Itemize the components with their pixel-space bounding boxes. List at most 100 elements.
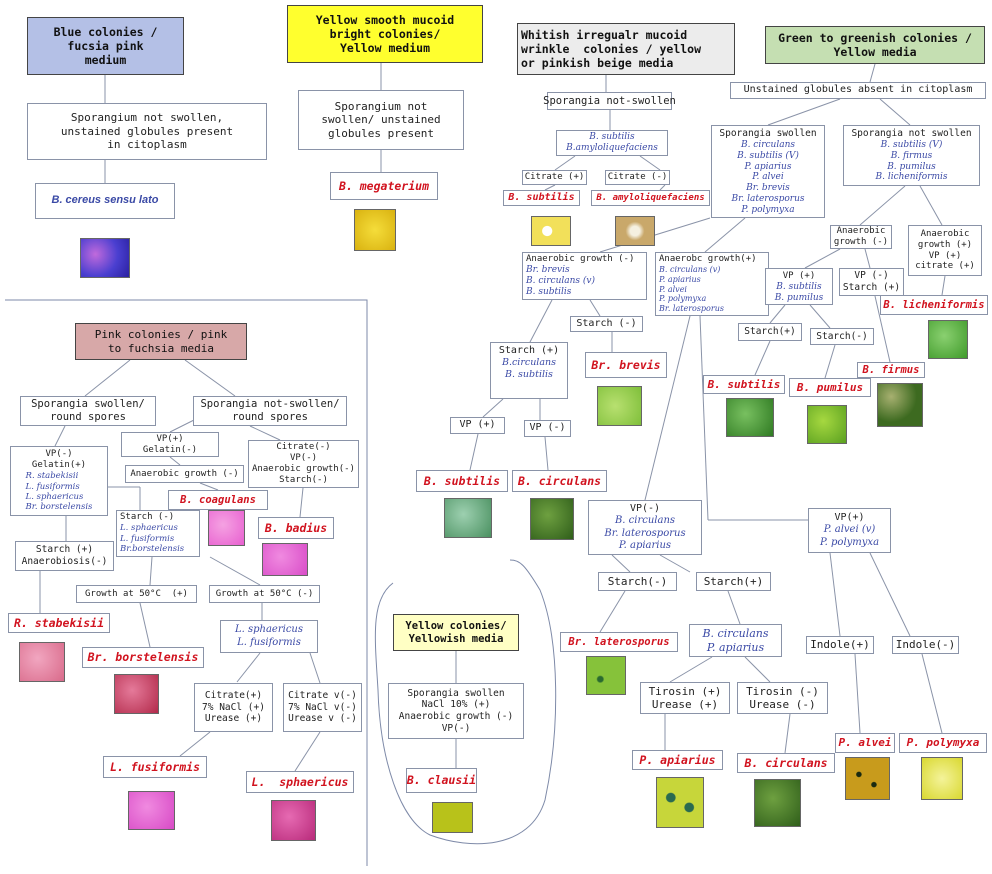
thumb-apiarius [656, 777, 704, 828]
thumb-polymyxa [921, 757, 963, 800]
sporangia-not-swollen-species: B. subtilis (V) B. firmus B. pumilus B. … [875, 139, 948, 183]
result-b-subtilis-whitish: B. subtilis [503, 190, 580, 206]
green-starch-pos-c: Starch(+) [696, 572, 771, 591]
thumb-stabekisii [19, 642, 65, 682]
pink-citrate-pos: Citrate(+) 7% NaCl (+) Urease (+) [194, 683, 273, 732]
green-vp-neg-c: VP(-) B. circulans Br. laterosporus P. a… [588, 500, 702, 555]
green-unstained-globules: Unstained globules absent in citoplasm [730, 82, 986, 99]
result-b-clausii: B. clausii [406, 768, 477, 793]
green-tirosin-pos: Tirosin (+) Urease (+) [640, 682, 730, 714]
pink-starch-pos: Starch (+) Anaerobiosis(-) [15, 541, 114, 571]
whitish-citrate-neg: Citrate (-) [605, 170, 670, 185]
result-b-coagulans: B. coagulans [168, 490, 268, 510]
header-yellow-colonies: Yellow colonies/ Yellowish media [393, 614, 519, 651]
pink-citrate-v: Citrate v(-) 7% NaCl v(-) Urease v (-) [283, 683, 362, 732]
pink-sporangia-swollen: Sporangia swollen/ round spores [20, 396, 156, 426]
vp-pos-b-label: VP (+) [782, 271, 816, 281]
thumb-borstelensis [114, 674, 159, 714]
result-b-cereus: B. cereus sensu lato [35, 183, 175, 219]
thumb-amylo [615, 216, 655, 246]
sporangia-swollen-species: B. circulans B. subtilis (V) P. apiarius… [731, 139, 805, 216]
result-br-brevis: Br. brevis [585, 352, 667, 378]
green-anaerobic-pos: Anaerobc growth(+) B. circulans (v) P. a… [655, 252, 769, 316]
thumb-fusiformis [128, 791, 175, 830]
green-anaerobic-neg: Anaerobic growth (-) Br. brevis B. circu… [522, 252, 647, 300]
thumb-megaterium [354, 209, 396, 251]
thumb-cereus [80, 238, 130, 278]
result-b-megaterium: B. megaterium [330, 172, 438, 200]
anaerobic-pos-label: Anaerobc growth(+) [659, 254, 757, 265]
green-vp-pos-c: VP(+) P. alvei (v) P. polymyxa [808, 508, 891, 553]
thumb-sphaericus [271, 800, 316, 841]
result-b-circulans-a: B. circulans [512, 470, 607, 492]
green-anaerobic-growth-neg: Anaerobic growth (-) [830, 225, 892, 249]
thumb-circulans-a [530, 498, 574, 540]
header-yellow-smooth: Yellow smooth mucoid bright colonies/ Ye… [287, 5, 483, 63]
green-indole-pos: Indole(+) [806, 636, 874, 654]
vp-pos-c-species: P. alvei (v) P. polymyxa [819, 524, 880, 548]
vp-neg-c-species: B. circulans Br. laterosporus P. apiariu… [604, 515, 686, 551]
sporangia-not-swollen-label: Sporangia not swollen [851, 128, 972, 139]
green-starch-neg-b: Starch(-) [810, 328, 874, 345]
header-whitish: Whitish irregualr mucoid wrinkle colonie… [517, 23, 735, 75]
green-vp-starch: VP (-) Starch (+) [839, 268, 904, 296]
starch-pos-a-species: B.circulans B. subtilis [501, 357, 557, 380]
result-br-laterosporus: Br. laterosporus [560, 632, 678, 652]
green-indole-neg: Indole(-) [892, 636, 959, 654]
thumb-circulans-b [754, 779, 801, 827]
whitish-sporangia-not-swollen: Sporangia not-swollen [543, 92, 676, 110]
thumb-coagulans [208, 510, 245, 546]
whitish-citrate-pos: Citrate (+) [522, 170, 587, 185]
whitish-species-box: B. subtilis B.amyloliquefaciens [556, 130, 668, 156]
vp-neg-gelatin-label: VP(-) Gelatin(+) [31, 449, 87, 471]
vp-neg-gelatin-species: R. stabekisii L. fusiformis L. sphaericu… [25, 471, 93, 513]
pink-growth-50-neg: Growth at 50°C (-) [209, 585, 320, 603]
pink-vp-pos-gelatin: VP(+) Gelatin(-) [121, 432, 219, 457]
green-anaerobic-growth-pos: Anaerobic growth (+) VP (+) citrate (+) [908, 225, 982, 276]
green-sporangia-not-swollen: Sporangia not swollen B. subtilis (V) B.… [843, 125, 980, 186]
vp-neg-c-label: VP(-) [629, 503, 661, 515]
starch-neg-label: Starch (-) [120, 512, 175, 523]
result-l-fusiformis: L. fusiformis [103, 756, 207, 778]
thumb-licheniformis [928, 320, 968, 359]
result-p-polymyxa: P. polymyxa [899, 733, 987, 753]
starch-neg-species: L. sphaericus L. fusiformis Br.borstelen… [120, 523, 185, 555]
result-b-pumilus: B. pumilus [789, 378, 871, 397]
anaerobic-neg-species: Br. brevis B. circulans (v) B. subtilis [526, 265, 596, 297]
result-p-apiarius: P. apiarius [632, 750, 723, 770]
result-b-subtilis-a: B. subtilis [416, 470, 508, 492]
vp-pos-c-label: VP(+) [834, 512, 865, 524]
pink-growth-50-pos: Growth at 50°C (+) [76, 585, 197, 603]
green-vp-neg-a: VP (-) [524, 420, 571, 437]
pink-citrate-box: Citrate(-) VP(-) Anaerobic growth(-) Sta… [248, 440, 359, 488]
header-pink: Pink colonies / pink to fuchsia media [75, 323, 247, 360]
thumb-clausii [432, 802, 473, 833]
result-b-amyloliquefaciens: B. amyloliquefaciens [591, 190, 710, 206]
result-p-alvei: P. alvei [835, 733, 895, 753]
result-b-badius: B. badius [258, 517, 334, 539]
yellow-colonies-outline [374, 559, 557, 845]
thumb-badius [262, 543, 308, 576]
result-b-circulans-b: B. circulans [737, 753, 835, 773]
pink-panel-border [5, 299, 368, 866]
result-br-borstelensis: Br. borstelensis [82, 647, 204, 668]
pink-sporangia-not-swollen: Sporangia not-swollen/ round spores [193, 396, 347, 426]
anaerobic-neg-label: Anaerobic growth (-) [526, 254, 635, 265]
green-starch-neg-c: Starch(-) [598, 572, 677, 591]
thumb-subtilis-white [531, 216, 571, 246]
green-vp-pos-b: VP (+) B. subtilis B. pumilus [765, 268, 833, 305]
green-vp-pos-a: VP (+) [450, 417, 505, 434]
thumb-laterosporus [586, 656, 626, 695]
pink-anaerobic-neg: Anaerobic growth (-) [125, 465, 244, 483]
green-starch-pos-c-species: B. circulans P. apiarius [689, 624, 782, 657]
thumb-brevis [597, 386, 642, 426]
result-b-subtilis-b: B. subtilis [703, 375, 785, 394]
green-starch-pos-a: Starch (+) B.circulans B. subtilis [490, 342, 568, 399]
thumb-firmus [877, 383, 923, 427]
starch-pos-a-label: Starch (+) [498, 345, 560, 356]
result-b-firmus: B. firmus [857, 362, 925, 378]
header-green: Green to greenish colonies / Yellow medi… [765, 26, 985, 64]
result-b-licheniformis: B. licheniformis [880, 295, 988, 315]
